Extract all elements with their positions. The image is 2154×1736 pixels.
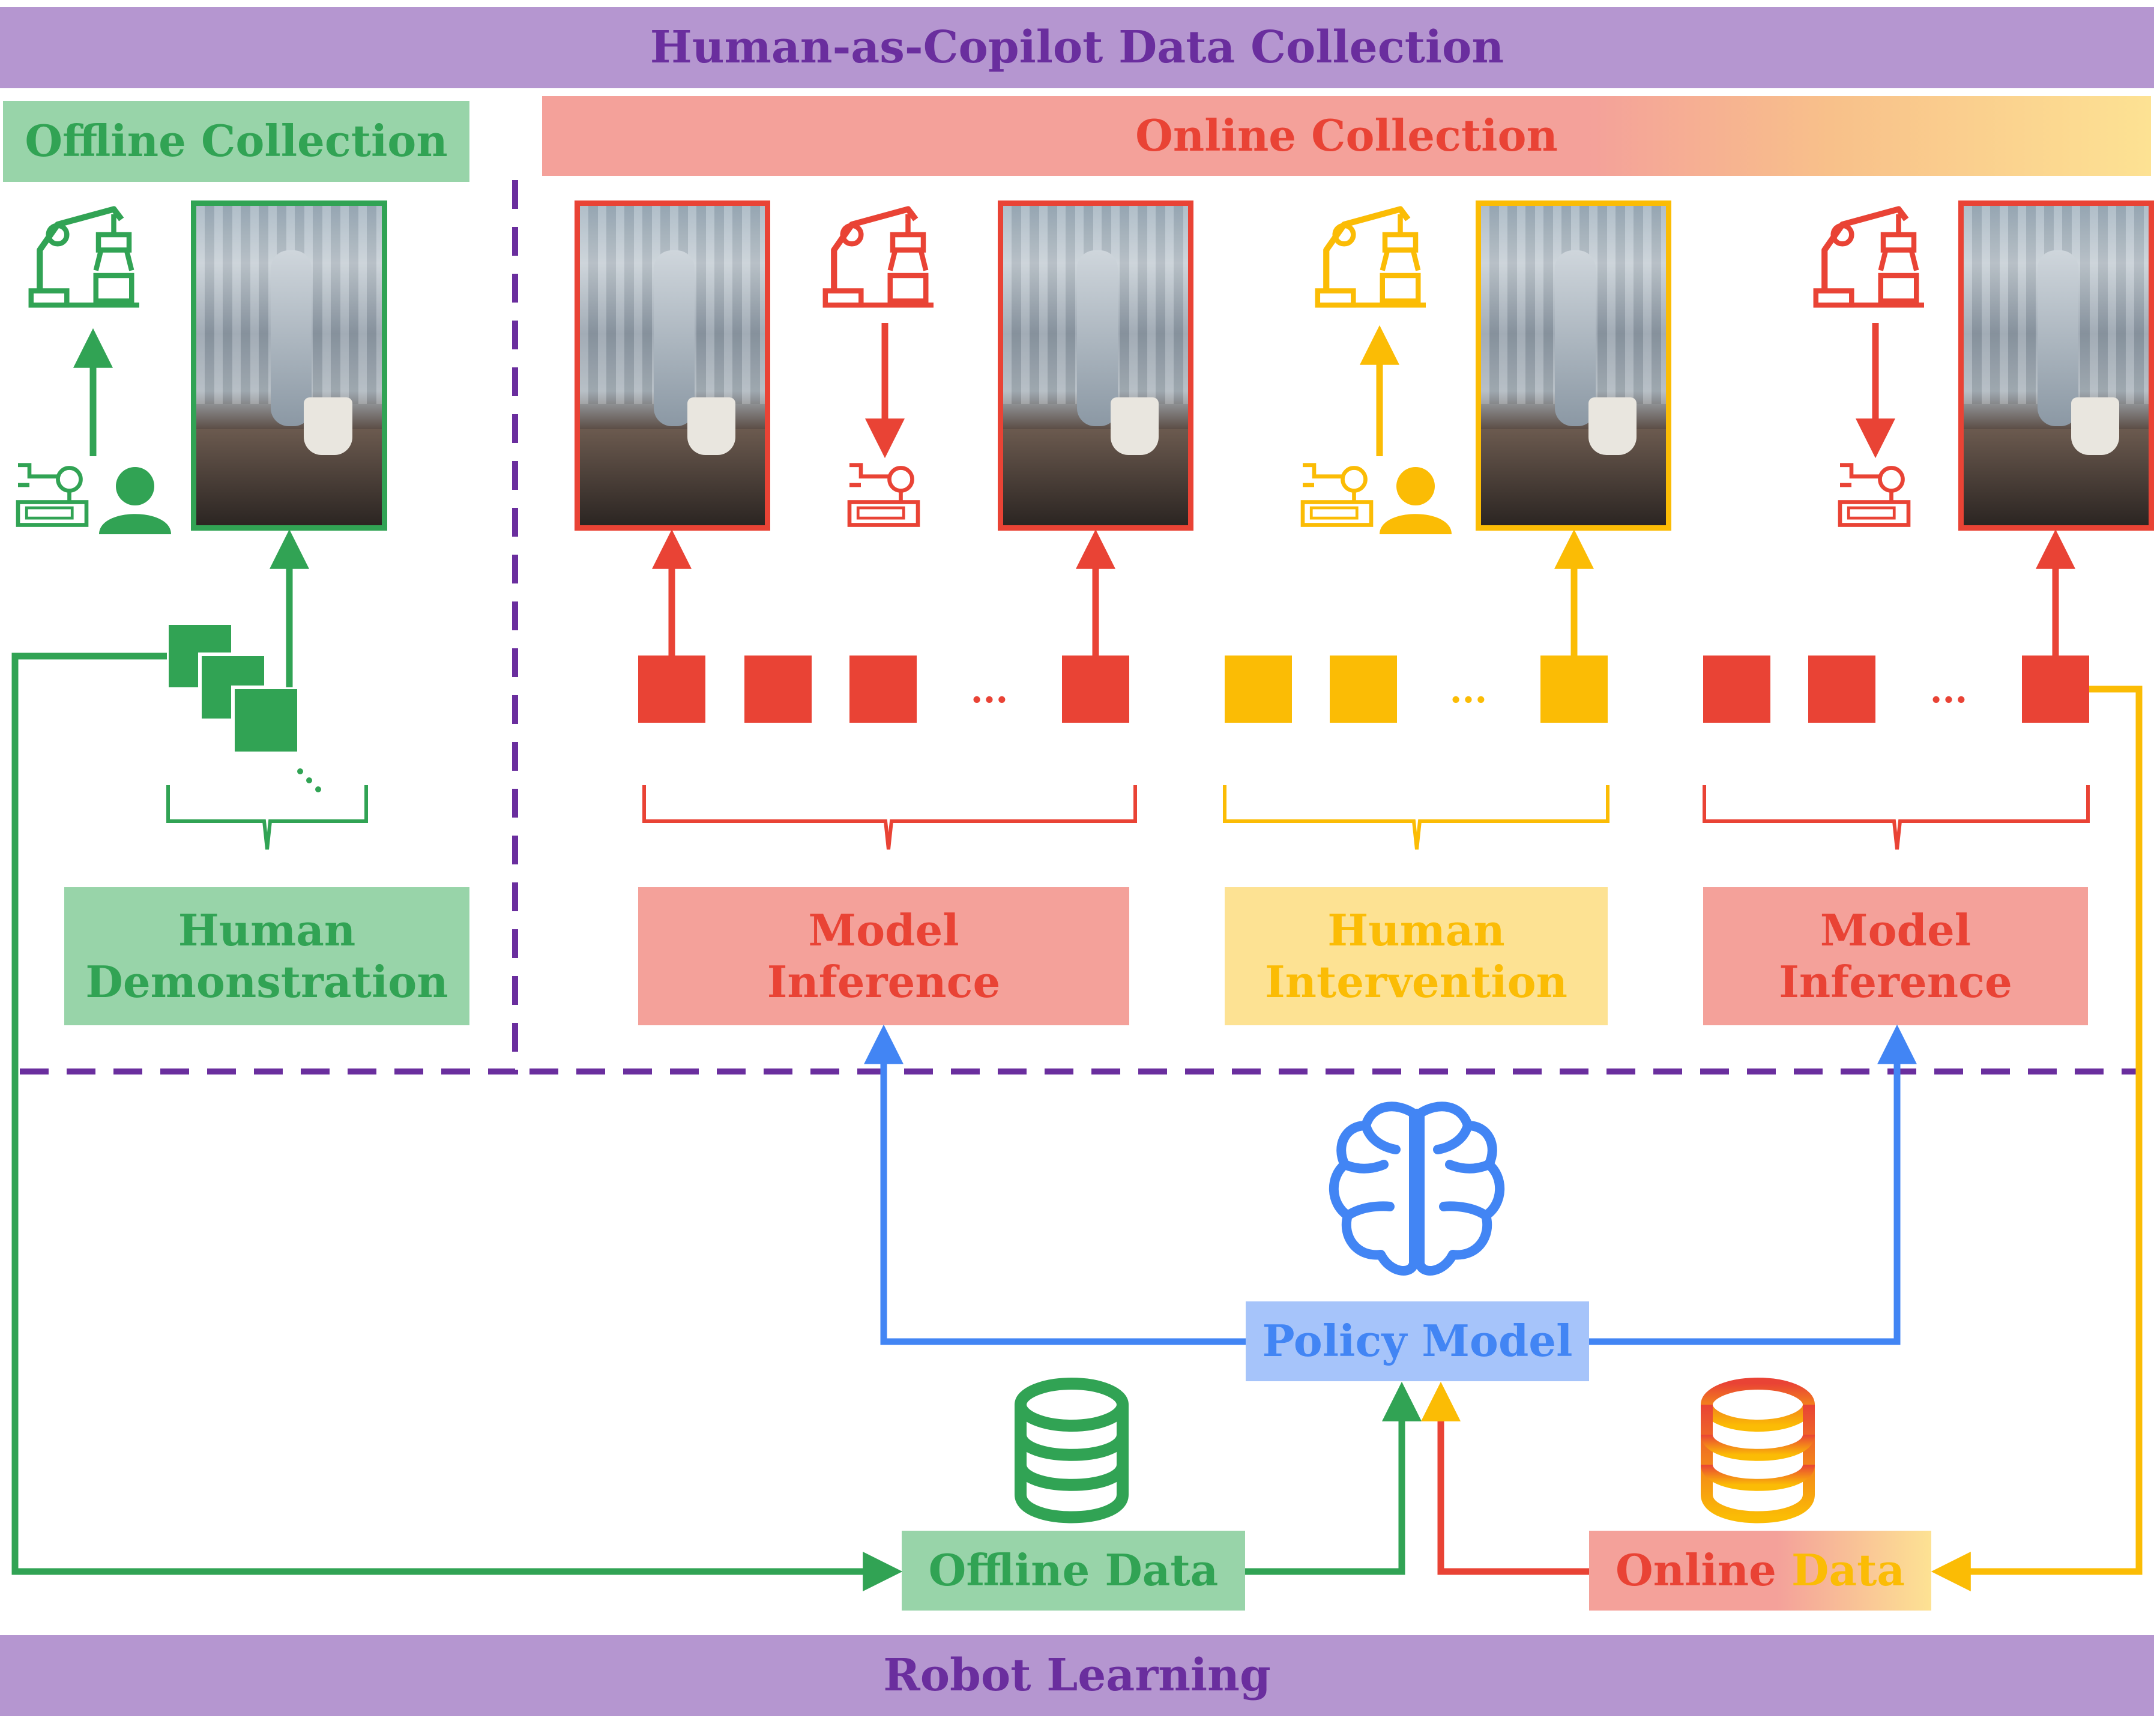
ellipsis: ... bbox=[1930, 669, 1968, 711]
online-database-icon bbox=[1701, 1378, 1815, 1524]
online-to-policy-arrow bbox=[1421, 1381, 1589, 1575]
step-square bbox=[1808, 656, 1875, 723]
brain-icon bbox=[1329, 1102, 1505, 1276]
step-square bbox=[1540, 656, 1608, 723]
step-square bbox=[1062, 656, 1129, 723]
demo-dot bbox=[315, 786, 321, 792]
model-inference-label-2: Model Inference bbox=[1703, 887, 2088, 1025]
controller-icon bbox=[18, 465, 86, 525]
step-square bbox=[1225, 656, 1292, 723]
online-data-label-part2: Data bbox=[1791, 1545, 1905, 1596]
step-square bbox=[1703, 656, 1770, 723]
offline-data-box: Offline Data bbox=[902, 1531, 1245, 1611]
demo-dot bbox=[297, 768, 303, 774]
online-collection-header: Online Collection bbox=[542, 96, 2151, 176]
robot-photo-offline bbox=[191, 200, 387, 531]
robot-photo-inference-2 bbox=[998, 200, 1193, 531]
controller-icon bbox=[849, 465, 918, 525]
brace-inference-1 bbox=[642, 785, 1137, 850]
title-banner: Human-as-Copilot Data Collection bbox=[0, 7, 2154, 88]
inference-steps-1 bbox=[638, 656, 1129, 723]
step-square bbox=[849, 656, 917, 723]
brace-inference-2 bbox=[1703, 785, 2090, 850]
online-data-label-part1: Online bbox=[1616, 1545, 1791, 1596]
robot-arm-icon bbox=[1816, 209, 1924, 306]
step-square bbox=[638, 656, 705, 723]
robot-arm-icon bbox=[1318, 209, 1426, 306]
demo-dot bbox=[306, 777, 312, 783]
human-intervention-label: Human Intervention bbox=[1225, 887, 1608, 1025]
footer-banner: Robot Learning bbox=[0, 1635, 2154, 1716]
offline-dashed-boundary bbox=[18, 180, 518, 1074]
intervention-steps bbox=[1225, 656, 1608, 723]
offline-data-loop bbox=[11, 653, 903, 1591]
ellipsis: ... bbox=[1450, 669, 1488, 711]
step-square bbox=[2022, 656, 2089, 723]
robot-arm-icon bbox=[31, 209, 139, 306]
controller-icon bbox=[1303, 465, 1371, 525]
offline-collection-header: Offline Collection bbox=[3, 101, 469, 182]
person-icon bbox=[1380, 467, 1452, 534]
policy-to-inference-2 bbox=[1589, 1024, 1917, 1345]
online-data-loop bbox=[1931, 686, 2143, 1591]
offline-to-policy-arrow bbox=[1245, 1381, 1422, 1575]
human-demonstration-label: Human Demonstration bbox=[64, 887, 469, 1025]
policy-model-box: Policy Model bbox=[1246, 1301, 1589, 1381]
person-icon bbox=[99, 467, 171, 534]
robot-photo-inference-3 bbox=[1958, 200, 2154, 531]
inference-steps-2 bbox=[1703, 656, 2089, 723]
step-square bbox=[744, 656, 812, 723]
ellipsis: ... bbox=[971, 669, 1009, 711]
step-square bbox=[1330, 656, 1397, 723]
robot-photo-intervention bbox=[1476, 200, 1671, 531]
offline-database-icon bbox=[1015, 1378, 1129, 1524]
robot-photo-inference-1 bbox=[575, 200, 770, 531]
demo-step-square bbox=[231, 686, 301, 755]
brace-offline bbox=[166, 785, 368, 850]
robot-arm-icon bbox=[825, 209, 934, 306]
policy-to-inference-1 bbox=[864, 1024, 1246, 1345]
controller-icon bbox=[1840, 465, 1908, 525]
model-inference-label-1: Model Inference bbox=[638, 887, 1129, 1025]
brace-intervention bbox=[1223, 785, 1609, 850]
online-data-box: Online Data bbox=[1589, 1531, 1931, 1611]
